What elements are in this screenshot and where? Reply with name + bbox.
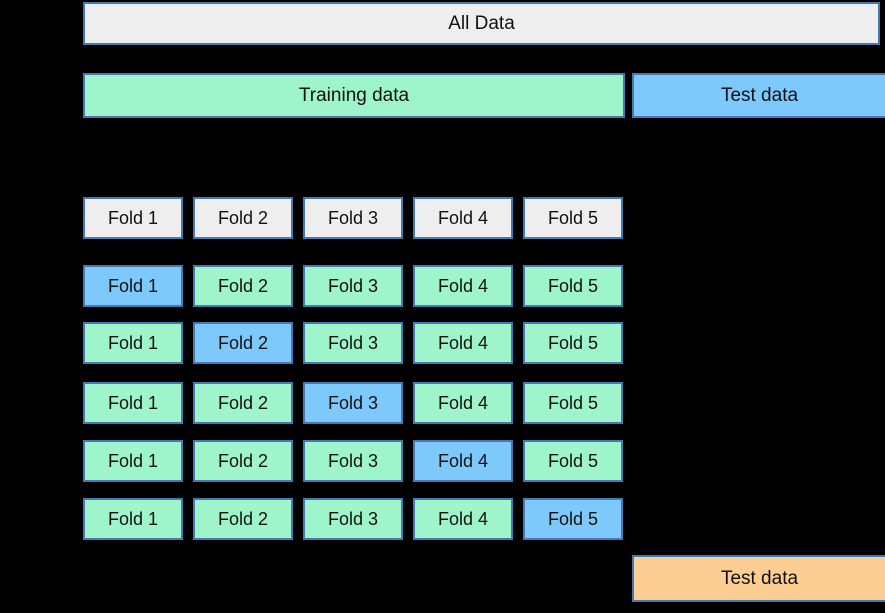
final-test-data-box: Test data [632, 555, 885, 602]
training-fold-cell: Fold 3 [303, 265, 403, 307]
training-fold-cell: Fold 1 [83, 382, 183, 424]
fold-header-cell: Fold 4 [413, 197, 513, 239]
training-fold-cell: Fold 4 [413, 498, 513, 540]
validation-fold-cell: Fold 1 [83, 265, 183, 307]
all-data-box: All Data [83, 2, 880, 45]
training-fold-cell: Fold 4 [413, 322, 513, 364]
training-fold-cell: Fold 2 [193, 265, 293, 307]
training-data-box: Training data [83, 73, 625, 118]
training-fold-cell: Fold 3 [303, 322, 403, 364]
training-fold-cell: Fold 5 [523, 382, 623, 424]
validation-fold-cell: Fold 4 [413, 440, 513, 482]
fold-header-cell: Fold 2 [193, 197, 293, 239]
fold-header-cell: Fold 1 [83, 197, 183, 239]
training-fold-cell: Fold 2 [193, 382, 293, 424]
training-fold-cell: Fold 2 [193, 498, 293, 540]
validation-fold-cell: Fold 2 [193, 322, 293, 364]
test-data-box: Test data [632, 73, 885, 118]
all-data-label: All Data [448, 13, 515, 34]
training-fold-cell: Fold 1 [83, 498, 183, 540]
training-fold-cell: Fold 2 [193, 440, 293, 482]
training-data-label: Training data [298, 85, 410, 106]
fold-header-cell: Fold 5 [523, 197, 623, 239]
final-test-data-label: Test data [720, 568, 799, 589]
training-fold-cell: Fold 5 [523, 440, 623, 482]
training-fold-cell: Fold 1 [83, 322, 183, 364]
training-fold-cell: Fold 3 [303, 440, 403, 482]
fold-header-cell: Fold 3 [303, 197, 403, 239]
test-data-label: Test data [720, 85, 799, 106]
validation-fold-cell: Fold 3 [303, 382, 403, 424]
validation-fold-cell: Fold 5 [523, 498, 623, 540]
training-fold-cell: Fold 4 [413, 382, 513, 424]
training-fold-cell: Fold 4 [413, 265, 513, 307]
training-fold-cell: Fold 5 [523, 322, 623, 364]
training-fold-cell: Fold 1 [83, 440, 183, 482]
training-fold-cell: Fold 3 [303, 498, 403, 540]
training-fold-cell: Fold 5 [523, 265, 623, 307]
